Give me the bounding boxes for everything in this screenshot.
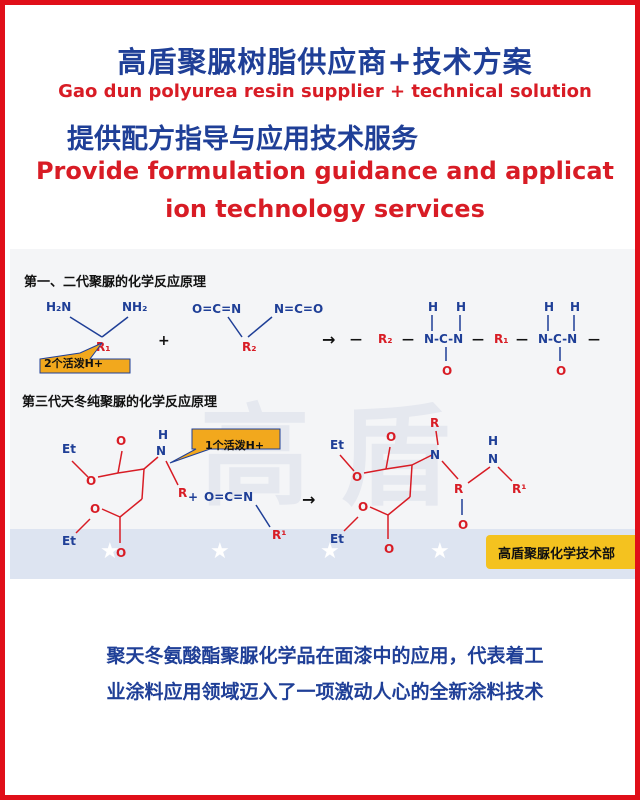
section2-title: 第三代天冬纯聚脲的化学反应原理 [22,395,218,410]
label-ncn-2: N-C-N [538,332,577,346]
label-n-3: N [488,452,498,466]
title-cn: 高盾聚脲树脂供应商+技术方案 [117,45,533,79]
reaction2: Et O O N H R O Et O [62,416,527,560]
label-r2-product: R₂ [378,332,393,346]
label-rprime-2: R¹ [512,482,527,496]
label-ncn-1: N-C-N [424,332,463,346]
label-et-2: Et [62,534,76,548]
label-rprime-1: R¹ [272,528,287,542]
label-o-ester-3: O [352,470,362,484]
subtitle-cn: 提供配方指导与应用技术服务 [67,124,418,155]
arrow-1: → [322,330,335,349]
label-h-c: H [544,300,554,314]
bubble-active-h-1: 1个活泼H+ [205,439,265,452]
section1-title: 第一、二代聚脲的化学反应原理 [24,275,207,290]
title-en: Gao dun polyurea resin supplier + techni… [58,81,592,102]
arrow-2: → [302,490,315,509]
label-o-carbonyl-1: O [116,434,126,448]
reaction-scheme-svg: H₂N NH₂ R₁ + O=C=N R₂ N=C=O → — R₂ — H H [39,300,600,560]
brand-tag-box [486,535,635,569]
star-icon: ★ [430,539,450,564]
label-et-1: Et [62,442,76,456]
label-o-ester-2: O [90,502,100,516]
label-o-urea: O [458,518,468,532]
star-icon: ★ [320,539,340,564]
label-h-b: H [456,300,466,314]
dash-5: — [588,332,600,346]
label-o-carbonyl-4: O [384,542,394,556]
label-o-carbonyl-2: O [116,546,126,560]
dash-3: — [472,332,484,346]
dash-1: — [350,332,362,346]
footer-line1: 聚天冬氨酸酯聚脲化学品在面漆中的应用，代表着工 [106,645,544,667]
label-r1: R₁ [96,340,111,354]
bubble-active-h-2: 2个活泼H+ [44,357,104,370]
label-h-d: H [570,300,580,314]
label-o-ester-4: O [358,500,368,514]
plus-sign-1: + [158,333,170,349]
dash-2: — [402,332,414,346]
star-icon: ★ [210,539,230,564]
label-nco-1: N=C=O [274,302,323,316]
reaction-diagram: 高 盾 ★ ★ ★ ★ 高盾聚脲化学技术部 第一、二代聚脲的化学反应原理 第三代… [10,249,635,579]
label-r-1: R [178,486,187,500]
reaction1: H₂N NH₂ R₁ + O=C=N R₂ N=C=O → — R₂ — H H [39,300,600,378]
label-h-2: H [488,434,498,448]
label-nh2: NH₂ [122,300,147,314]
star-icon: ★ [100,539,120,564]
label-et-4: Et [330,532,344,546]
label-n-1: N [156,444,166,458]
watermark-char-1: 高 [200,393,310,521]
subtitle-en-line1: Provide formulation guidance and applica… [35,157,615,185]
watermark-char-2: 盾 [340,393,450,521]
label-ocn-2: O=C=N [204,490,253,504]
label-o-carbonyl-3: O [386,430,396,444]
dash-4: — [516,332,528,346]
label-h-a: H [428,300,438,314]
label-h2n: H₂N [46,300,71,314]
label-et-3: Et [330,438,344,452]
footer-line2: 业涂料应用领域迈入了一项激动人心的全新涂料技术 [106,681,544,703]
label-o-1: O [442,364,452,378]
label-n-2: N [430,448,440,462]
label-h-1: H [158,428,168,442]
label-r2: R₂ [242,340,257,354]
label-ocn-1: O=C=N [192,302,241,316]
label-o-ester-1: O [86,474,96,488]
plus-sign-2: + [188,490,198,504]
subtitle-en-line2: ion technology services [165,195,485,223]
label-o-2: O [556,364,566,378]
label-r-2: R [430,416,439,430]
label-r1-product: R₁ [494,332,509,346]
brand-tag: 高盾聚脲化学技术部 [498,547,616,562]
label-r-3: R [454,482,463,496]
